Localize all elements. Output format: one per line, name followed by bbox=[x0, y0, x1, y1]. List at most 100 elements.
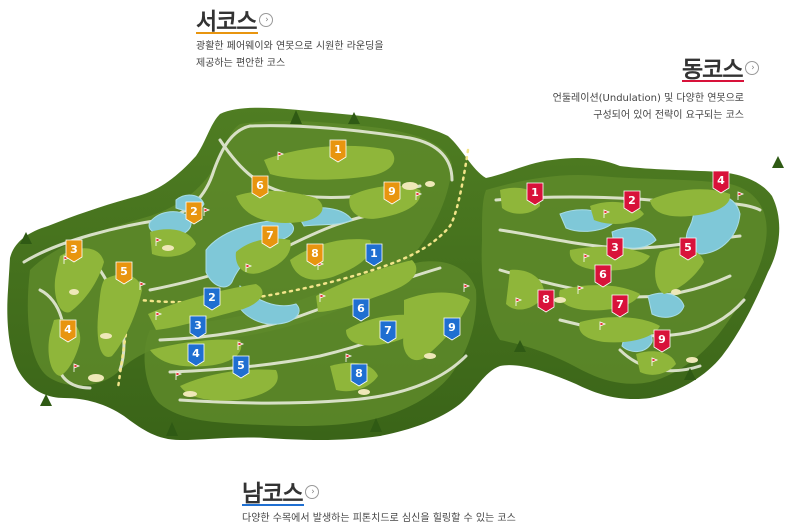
hole-marker-shape bbox=[261, 225, 279, 249]
hole-number-label: 9 bbox=[388, 185, 396, 198]
bunkers bbox=[69, 181, 698, 397]
hole-number-label: 7 bbox=[616, 298, 624, 311]
west-title-underline bbox=[196, 32, 258, 34]
south-course-description: 다양한 수목에서 발생하는 피톤치드로 심신을 힐링할 수 있는 코스 bbox=[242, 510, 516, 527]
hole-marker-shape bbox=[606, 237, 624, 261]
south-hole-4-marker[interactable]: 4 bbox=[187, 343, 205, 367]
hole-marker-shape bbox=[329, 139, 347, 163]
hole-number-label: 2 bbox=[628, 194, 636, 207]
west-hole-6-marker[interactable]: 6 bbox=[251, 175, 269, 199]
hole-marker-shape bbox=[379, 320, 397, 344]
west-hole-5-marker[interactable]: 5 bbox=[115, 261, 133, 285]
west-hole-3-marker[interactable]: 3 bbox=[65, 239, 83, 263]
south-hole-2-marker[interactable]: 2 bbox=[203, 287, 221, 311]
chevron-right-icon[interactable]: › bbox=[745, 60, 760, 75]
hole-marker-shape bbox=[365, 243, 383, 267]
green-pins bbox=[63, 151, 745, 380]
trees bbox=[20, 110, 784, 436]
hole-number-label: 7 bbox=[384, 324, 392, 337]
east-hole-1-marker[interactable]: 1 bbox=[526, 182, 544, 206]
hole-marker-shape bbox=[526, 182, 544, 206]
hole-marker-shape bbox=[611, 294, 629, 318]
hole-number-label: 8 bbox=[542, 293, 550, 306]
east-course-title-text: 동코스 bbox=[682, 57, 743, 83]
hole-marker-shape bbox=[185, 201, 203, 225]
west-course-description: 광활한 페어웨이와 연못으로 시원한 라운딩을 제공하는 편안한 코스 bbox=[196, 38, 384, 72]
east-hole-4-marker[interactable]: 4 bbox=[712, 170, 730, 194]
hole-marker-shape bbox=[187, 343, 205, 367]
west-hole-1-marker[interactable]: 1 bbox=[329, 139, 347, 163]
hole-number-label: 1 bbox=[334, 143, 342, 156]
south-desc-line-1: 다양한 수목에서 발생하는 피톤치드로 심신을 힐링할 수 있는 코스 bbox=[242, 513, 516, 524]
hole-marker-shape bbox=[352, 298, 370, 322]
hole-marker-shape bbox=[203, 287, 221, 311]
south-title-underline bbox=[242, 504, 304, 506]
hole-number-label: 3 bbox=[70, 243, 78, 256]
hole-marker-shape bbox=[306, 243, 324, 267]
east-title-underline bbox=[682, 80, 744, 82]
hole-number-label: 2 bbox=[208, 291, 216, 304]
east-desc-line-1: 언둘레이션(Undulation) 및 다양한 연못으로 bbox=[552, 93, 744, 104]
east-hole-5-marker[interactable]: 5 bbox=[679, 237, 697, 261]
east-course-description: 언둘레이션(Undulation) 및 다양한 연못으로 구성되어 있어 전략이… bbox=[553, 90, 744, 124]
hole-marker-shape bbox=[232, 355, 250, 379]
hole-marker-shape bbox=[679, 237, 697, 261]
hole-marker-shape bbox=[383, 181, 401, 205]
south-hole-8-marker[interactable]: 8 bbox=[350, 363, 368, 387]
hole-number-label: 5 bbox=[120, 265, 128, 278]
west-hole-2-marker[interactable]: 2 bbox=[185, 201, 203, 225]
hole-marker-shape bbox=[65, 239, 83, 263]
hole-marker-shape bbox=[537, 289, 555, 313]
hole-number-label: 4 bbox=[717, 174, 725, 187]
hole-number-label: 4 bbox=[192, 347, 200, 360]
east-hole-9-marker[interactable]: 9 bbox=[653, 329, 671, 353]
hole-marker-shape bbox=[443, 317, 461, 341]
hole-number-label: 8 bbox=[311, 247, 319, 260]
east-hole-3-marker[interactable]: 3 bbox=[606, 237, 624, 261]
chevron-right-icon[interactable]: › bbox=[259, 12, 274, 27]
east-hole-2-marker[interactable]: 2 bbox=[623, 190, 641, 214]
hole-marker-shape bbox=[712, 170, 730, 194]
hole-marker-shape bbox=[623, 190, 641, 214]
south-hole-3-marker[interactable]: 3 bbox=[189, 315, 207, 339]
south-hole-5-marker[interactable]: 5 bbox=[232, 355, 250, 379]
south-hole-1-marker[interactable]: 1 bbox=[365, 243, 383, 267]
south-hole-6-marker[interactable]: 6 bbox=[352, 298, 370, 322]
south-course-title[interactable]: 남코스› bbox=[242, 474, 320, 508]
hole-marker-shape bbox=[115, 261, 133, 285]
east-hole-7-marker[interactable]: 7 bbox=[611, 294, 629, 318]
hole-number-label: 4 bbox=[64, 323, 72, 336]
south-hole-7-marker[interactable]: 7 bbox=[379, 320, 397, 344]
hole-number-label: 2 bbox=[190, 205, 198, 218]
west-course-title[interactable]: 서코스› bbox=[196, 2, 274, 36]
west-hole-7-marker[interactable]: 7 bbox=[261, 225, 279, 249]
hole-marker-shape bbox=[251, 175, 269, 199]
east-desc-line-2: 구성되어 있어 전략이 요구되는 코스 bbox=[593, 110, 744, 121]
west-hole-4-marker[interactable]: 4 bbox=[59, 319, 77, 343]
east-hole-markers: 1 2 3 4 5 6 7 8 9 bbox=[526, 170, 730, 353]
west-course-title-text: 서코스 bbox=[196, 9, 257, 35]
hole-number-label: 6 bbox=[357, 302, 365, 315]
hole-number-label: 6 bbox=[256, 179, 264, 192]
hole-number-label: 9 bbox=[658, 333, 666, 346]
east-hole-6-marker[interactable]: 6 bbox=[594, 264, 612, 288]
hole-number-label: 6 bbox=[599, 268, 607, 281]
hole-number-label: 8 bbox=[355, 367, 363, 380]
west-desc-line-2: 제공하는 편안한 코스 bbox=[196, 58, 286, 69]
hole-number-label: 1 bbox=[531, 186, 539, 199]
hole-marker-shape bbox=[189, 315, 207, 339]
west-desc-line-1: 광활한 페어웨이와 연못으로 시원한 라운딩을 bbox=[196, 41, 384, 52]
hole-marker-shape bbox=[653, 329, 671, 353]
west-hole-8-marker[interactable]: 8 bbox=[306, 243, 324, 267]
south-course-title-text: 남코스 bbox=[242, 481, 303, 507]
south-hole-9-marker[interactable]: 9 bbox=[443, 317, 461, 341]
hole-marker-shape bbox=[350, 363, 368, 387]
hole-marker-shape bbox=[59, 319, 77, 343]
east-course-title[interactable]: 동코스› bbox=[682, 50, 760, 84]
east-hole-8-marker[interactable]: 8 bbox=[537, 289, 555, 313]
hole-marker-shape bbox=[594, 264, 612, 288]
west-hole-9-marker[interactable]: 9 bbox=[383, 181, 401, 205]
chevron-right-icon[interactable]: › bbox=[305, 484, 320, 499]
hole-number-label: 5 bbox=[684, 241, 692, 254]
